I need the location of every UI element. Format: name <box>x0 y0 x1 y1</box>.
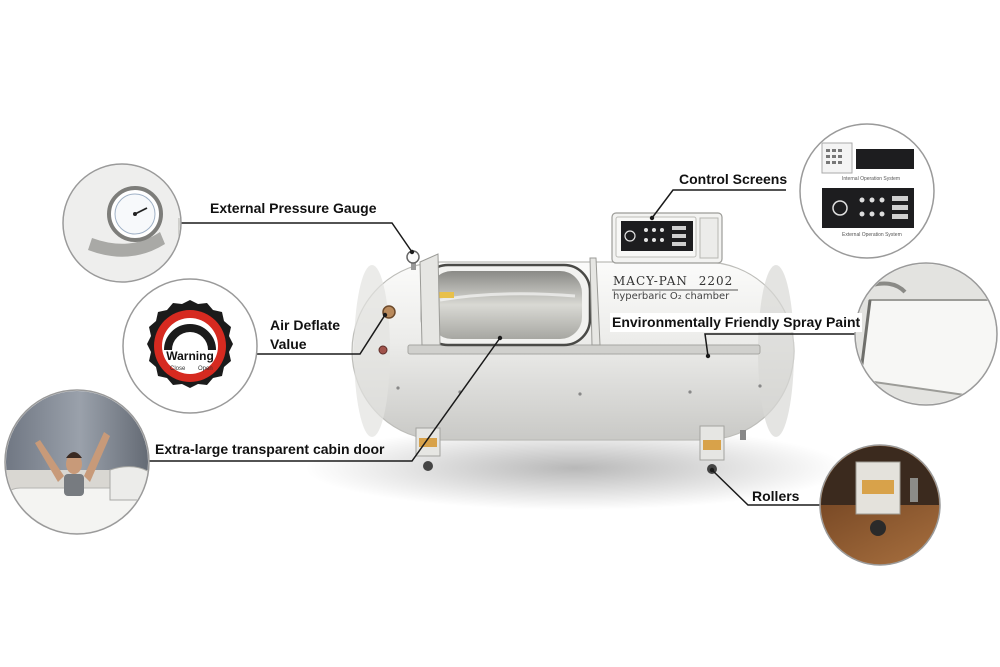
leader-control-screens <box>651 189 786 219</box>
label-air-deflate-line2: Value <box>270 336 307 352</box>
leader-pressure-gauge <box>180 222 413 253</box>
warning-open-label: Open <box>198 366 213 372</box>
product-brand: MACY-PAN 2202 <box>613 274 733 288</box>
inset-air-deflate-valve <box>122 278 258 414</box>
leader-cabin-door <box>148 337 501 462</box>
model-number: 2202 <box>698 274 734 288</box>
brand-name: MACY-PAN <box>613 274 688 288</box>
internal-system-caption: Internal Operation System <box>842 176 901 182</box>
inset-spray-paint <box>854 262 998 406</box>
hyperbaric-chamber <box>351 212 795 474</box>
label-air-deflate-valve: Air Deflate Value <box>270 316 340 354</box>
inset-person-in-chamber <box>4 389 150 535</box>
leader-rollers <box>711 469 820 506</box>
label-rollers: Rollers <box>752 488 800 504</box>
leader-spray-paint <box>704 333 856 357</box>
inset-pressure-gauge <box>62 163 182 283</box>
inset-control-screens <box>799 123 935 259</box>
warning-text: Warning <box>166 349 214 363</box>
label-external-pressure-gauge: External Pressure Gauge <box>210 200 377 216</box>
label-spray-paint: Environmentally Friendly Spray Paint <box>610 313 863 332</box>
label-cabin-door: Extra-large transparent cabin door <box>155 441 385 457</box>
external-system-caption: External Operation System <box>842 232 902 238</box>
leader-lines <box>148 189 856 506</box>
label-control-screens: Control Screens <box>679 171 788 187</box>
product-subtitle: hyperbaric O₂ chamber <box>613 291 730 302</box>
leader-air-deflate <box>255 314 386 355</box>
inset-rollers <box>819 444 941 566</box>
label-air-deflate-line1: Air Deflate <box>270 317 341 333</box>
warning-close-label: Close <box>170 366 186 372</box>
